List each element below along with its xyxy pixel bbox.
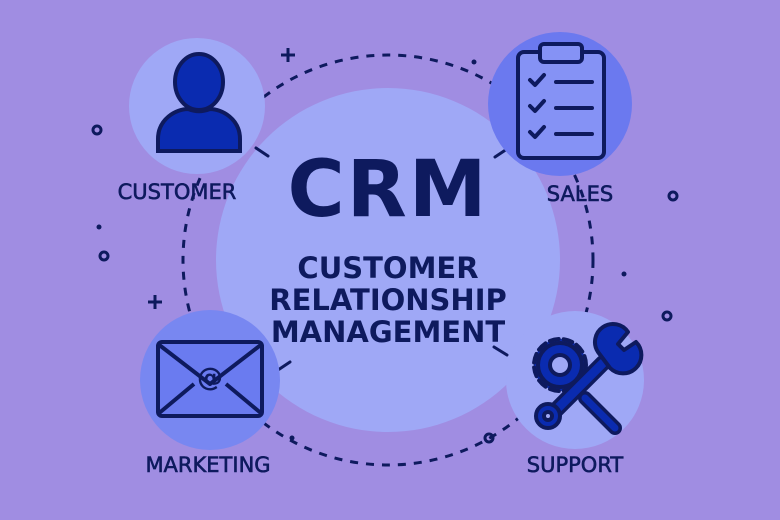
person-icon bbox=[156, 52, 242, 153]
gear-wrench-icon bbox=[532, 322, 644, 435]
subtitle: CUSTOMER RELATIONSHIP MANAGEMENT bbox=[238, 252, 538, 348]
marketing-label: MARKETING bbox=[145, 453, 271, 478]
subtitle-line: RELATIONSHIP bbox=[269, 283, 507, 317]
subtitle-line: MANAGEMENT bbox=[270, 315, 506, 349]
support-label: SUPPORT bbox=[526, 453, 624, 478]
page-title: CRM bbox=[287, 145, 489, 235]
center-circle bbox=[216, 88, 560, 432]
connectors bbox=[254, 146, 509, 372]
customer-label: CUSTOMER bbox=[117, 180, 237, 205]
sales-label: SALES bbox=[546, 182, 614, 207]
decorations bbox=[91, 48, 679, 444]
email-icon bbox=[156, 340, 264, 418]
clipboard-icon bbox=[516, 42, 606, 160]
subtitle-line: CUSTOMER bbox=[297, 251, 479, 285]
dashed-orbit bbox=[181, 53, 595, 467]
at-sign-icon: @ bbox=[197, 363, 223, 393]
